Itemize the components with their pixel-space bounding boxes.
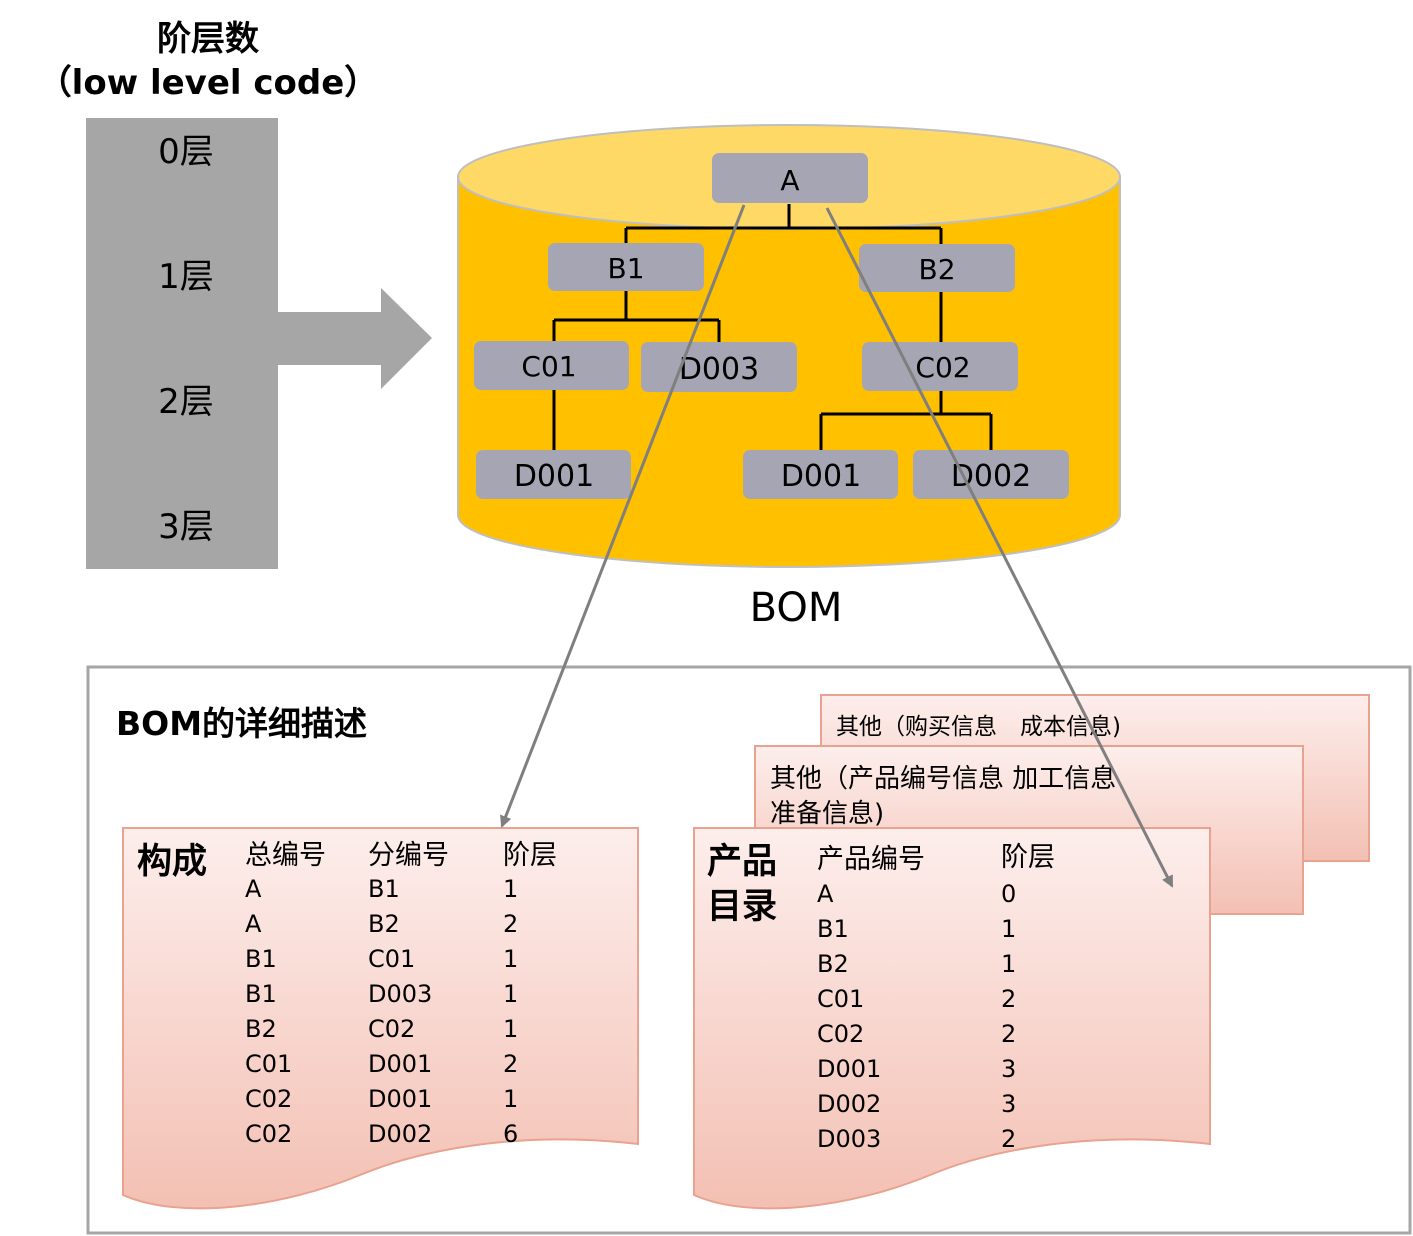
node-D003: D003: [641, 342, 797, 392]
catalog-cell-product: D001: [817, 1055, 881, 1083]
catalog-header-level: 阶层: [1001, 842, 1055, 873]
arrow-to-structure: [500, 204, 746, 828]
structure-cell-level: 1: [503, 875, 518, 903]
catalog-cell-level: 3: [1001, 1055, 1016, 1083]
structure-cell-child: D001: [368, 1050, 432, 1078]
catalog-cell-product: B1: [817, 915, 849, 943]
doc-other-mid-line2: 准备信息): [770, 799, 884, 829]
node-D001-right: D001: [743, 450, 898, 499]
level-panel: [86, 118, 278, 569]
structure-cell-parent: A: [245, 910, 262, 938]
structure-cell-child: D003: [368, 980, 432, 1008]
node-B1-label: B1: [607, 252, 644, 285]
catalog-cell-product: A: [817, 880, 834, 908]
node-D002: D002: [913, 450, 1069, 499]
structure-cell-level: 6: [503, 1120, 518, 1148]
level-title-line2: （low level code）: [38, 63, 379, 103]
node-B2: B2: [859, 244, 1015, 292]
structure-cell-parent: C02: [245, 1085, 292, 1113]
catalog-header-product: 产品编号: [817, 844, 925, 875]
node-A: A: [712, 153, 868, 203]
detail-frame: [86, 665, 1412, 1235]
structure-cell-level: 2: [503, 1050, 518, 1078]
node-C02-label: C02: [915, 351, 970, 384]
node-C01-label: C01: [521, 350, 576, 383]
catalog-cell-level: 2: [1001, 1125, 1016, 1153]
bom-label: BOM: [750, 585, 843, 631]
node-C01: C01: [474, 341, 629, 390]
structure-cell-child: C01: [368, 945, 415, 973]
structure-cell-child: C02: [368, 1015, 415, 1043]
node-D001-left: D001: [476, 450, 631, 499]
structure-cell-level: 1: [503, 980, 518, 1008]
catalog-cell-product: D003: [817, 1125, 881, 1153]
detail-title: BOM的详细描述: [116, 704, 367, 743]
catalog-cell-product: C01: [817, 985, 864, 1013]
doc-other-mid-line1: 其他（产品编号信息 加工信息: [770, 764, 1116, 794]
catalog-cell-level: 0: [1001, 880, 1016, 908]
structure-cell-child: D001: [368, 1085, 432, 1113]
node-C02: C02: [862, 342, 1018, 391]
structure-header-child: 分编号: [368, 840, 449, 871]
level-title-line1: 阶层数: [157, 19, 259, 59]
structure-cell-level: 2: [503, 910, 518, 938]
catalog-cell-product: C02: [817, 1020, 864, 1048]
structure-cell-parent: B1: [245, 945, 277, 973]
bom-tree-lines: [552, 204, 993, 450]
structure-header-parent: 总编号: [245, 840, 326, 871]
structure-cell-parent: C01: [245, 1050, 292, 1078]
node-A-label: A: [780, 164, 799, 197]
structure-cell-level: 1: [503, 945, 518, 973]
structure-cell-parent: B2: [245, 1015, 277, 1043]
catalog-cell-level: 1: [1001, 915, 1016, 943]
catalog-cell-product: D002: [817, 1090, 881, 1118]
structure-cell-child: B2: [368, 910, 400, 938]
structure-title: 构成: [137, 842, 207, 882]
catalog-cell-level: 3: [1001, 1090, 1016, 1118]
level-0: 0层: [158, 132, 214, 172]
node-D001-right-label: D001: [781, 459, 861, 494]
catalog-cell-level: 2: [1001, 985, 1016, 1013]
level-1: 1层: [158, 257, 214, 297]
arrow-to-catalog: [825, 207, 1174, 888]
doc-other-back-text: 其他（购买信息 成本信息): [836, 714, 1121, 740]
catalog-cell-level: 1: [1001, 950, 1016, 978]
catalog-cell-level: 2: [1001, 1020, 1016, 1048]
node-B1: B1: [548, 243, 704, 291]
catalog-title-line1: 产品: [707, 842, 777, 882]
node-D001-left-label: D001: [514, 459, 594, 494]
level-2: 2层: [158, 382, 214, 422]
level-arrow: [278, 288, 432, 389]
catalog-cell-product: B2: [817, 950, 849, 978]
structure-cell-child: B1: [368, 875, 400, 903]
node-D003-label: D003: [679, 352, 759, 387]
node-B2-label: B2: [918, 253, 955, 286]
structure-cell-parent: C02: [245, 1120, 292, 1148]
structure-cell-level: 1: [503, 1015, 518, 1043]
structure-header-level: 阶层: [503, 840, 557, 871]
structure-cell-child: D002: [368, 1120, 432, 1148]
structure-cell-level: 1: [503, 1085, 518, 1113]
structure-cell-parent: A: [245, 875, 262, 903]
catalog-title-line2: 目录: [707, 887, 777, 927]
level-3: 3层: [158, 507, 214, 547]
structure-cell-parent: B1: [245, 980, 277, 1008]
